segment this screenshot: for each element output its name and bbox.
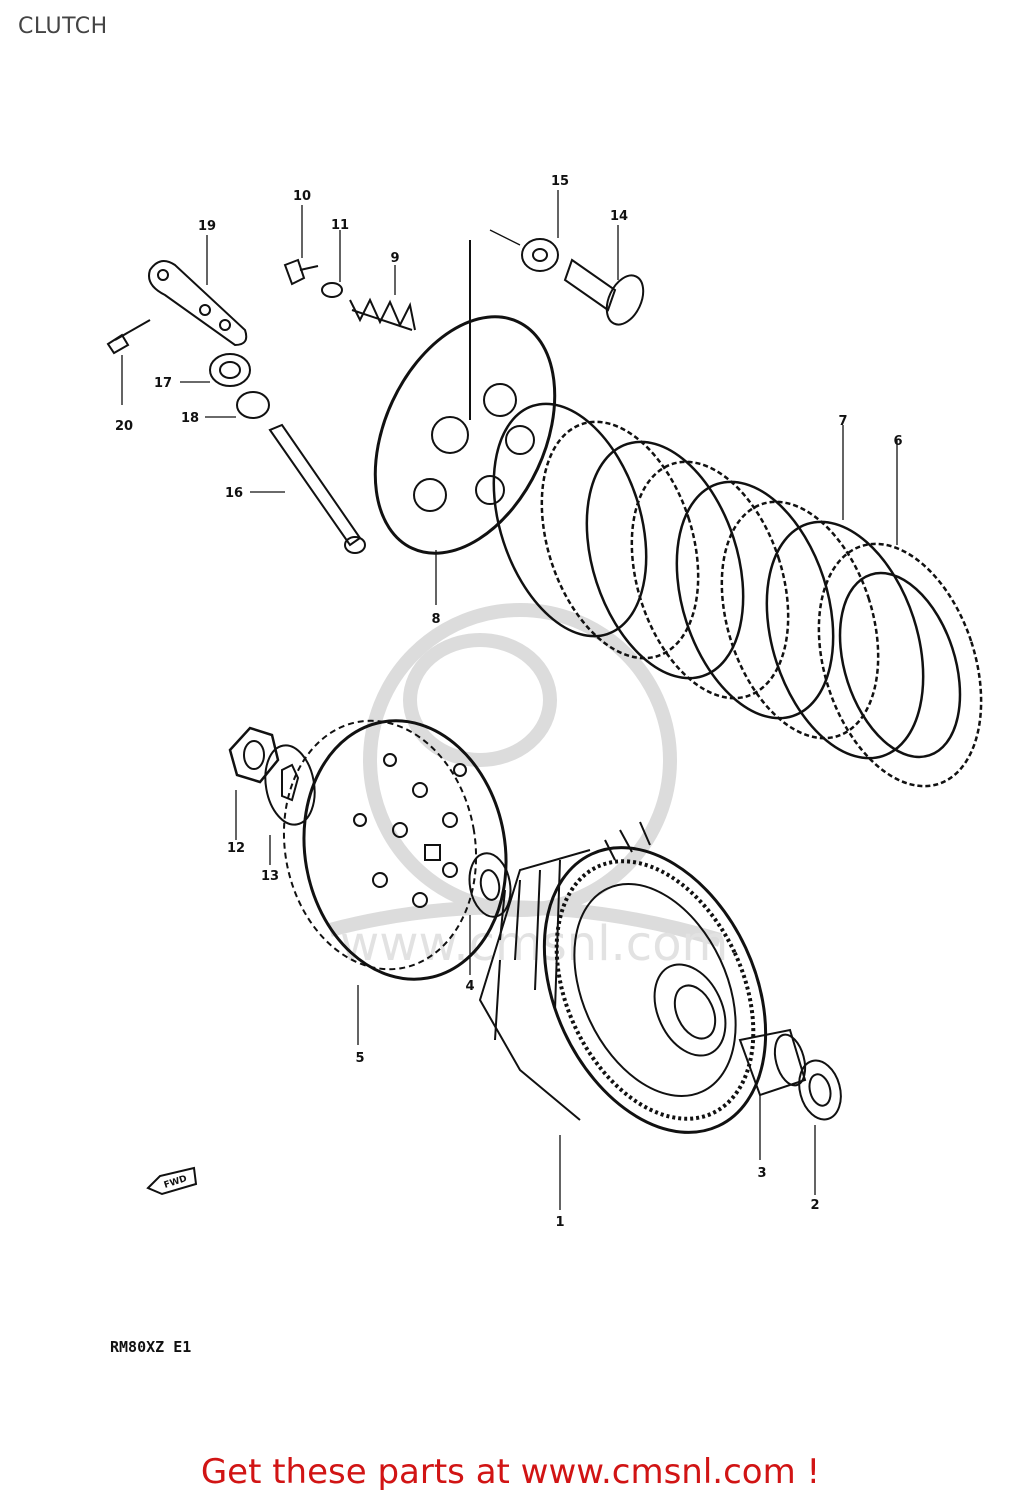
callout-15: 15 bbox=[551, 174, 569, 189]
clutch-sleeve-hub bbox=[282, 719, 508, 981]
callout-4: 4 bbox=[465, 979, 474, 994]
sleeve-part-3 bbox=[738, 1028, 807, 1097]
callout-11: 11 bbox=[331, 218, 349, 233]
washer-part-2 bbox=[798, 1059, 842, 1121]
callout-20: 20 bbox=[115, 419, 133, 434]
bolt-part-10 bbox=[283, 258, 319, 286]
callout-10: 10 bbox=[293, 189, 311, 204]
washer-part-11 bbox=[321, 282, 343, 298]
clutch-spring bbox=[349, 297, 416, 331]
push-piece-part-14 bbox=[563, 258, 645, 326]
callout-3: 3 bbox=[757, 1166, 766, 1181]
callout-6: 6 bbox=[893, 434, 902, 449]
callout-18: 18 bbox=[181, 411, 199, 426]
callout-13: 13 bbox=[261, 869, 279, 884]
clutch-housing bbox=[478, 821, 768, 1134]
callout-2: 2 bbox=[810, 1198, 819, 1213]
callout-17: 17 bbox=[154, 376, 172, 391]
clutch-plate-stack bbox=[492, 402, 983, 788]
callout-19: 19 bbox=[198, 219, 216, 234]
footer-banner-link[interactable]: Get these parts at www.cmsnl.com ! bbox=[200, 1452, 821, 1492]
bolt-part-20 bbox=[106, 319, 151, 355]
release-arm-part-19 bbox=[148, 260, 248, 347]
callout-8: 8 bbox=[431, 612, 440, 627]
fwd-arrow-icon bbox=[146, 1166, 198, 1196]
lock-washer-part-13 bbox=[264, 744, 316, 826]
washer-part-15 bbox=[521, 238, 559, 272]
callout-5: 5 bbox=[355, 1051, 364, 1066]
pressure-plate bbox=[373, 240, 557, 555]
callout-12: 12 bbox=[227, 841, 245, 856]
callout-7: 7 bbox=[838, 414, 847, 429]
watermark-logo: www.cmsnl.com bbox=[328, 603, 728, 972]
nut-part-12 bbox=[228, 726, 280, 784]
oil-seal-part-17 bbox=[209, 353, 251, 387]
callout-14: 14 bbox=[610, 209, 628, 224]
leader-lines bbox=[121, 190, 898, 1210]
callout-1: 1 bbox=[555, 1215, 564, 1230]
o-ring-part-18 bbox=[236, 391, 270, 419]
callout-16: 16 bbox=[225, 486, 243, 501]
model-code: RM80XZ E1 bbox=[110, 1338, 192, 1356]
release-shaft-part-16 bbox=[268, 423, 366, 554]
callout-9: 9 bbox=[390, 251, 399, 266]
svg-text:www.cmsnl.com: www.cmsnl.com bbox=[340, 916, 728, 972]
page-title: CLUTCH bbox=[18, 14, 108, 39]
